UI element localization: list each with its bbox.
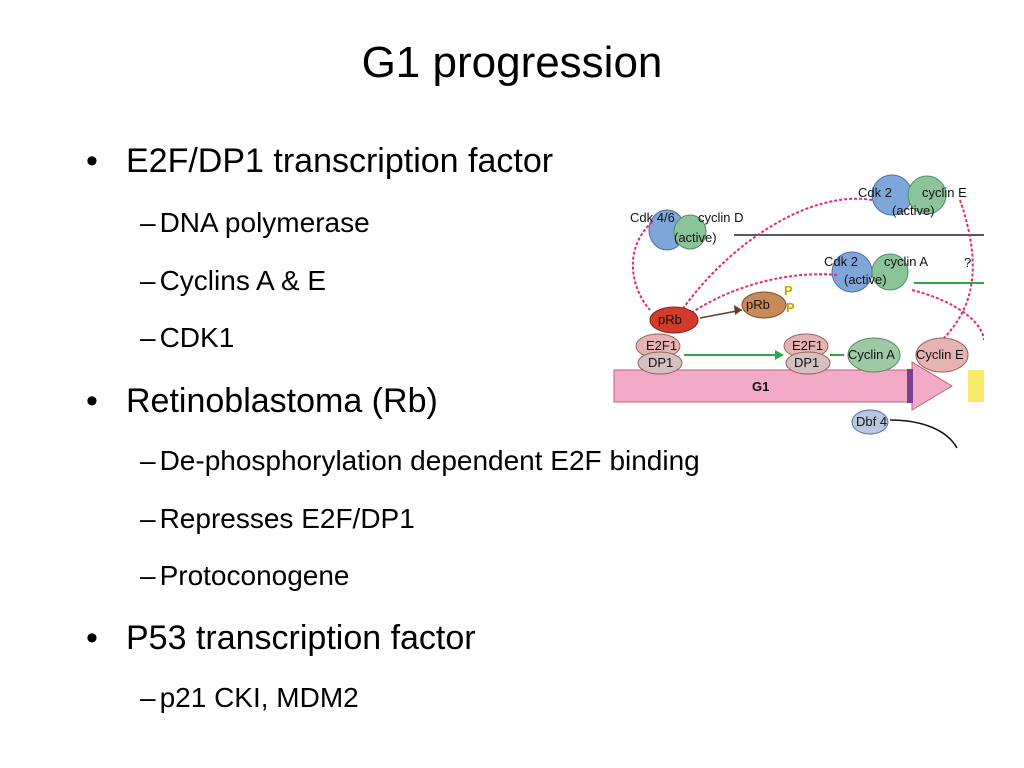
dbf4-protein xyxy=(851,409,889,435)
s-phase-block xyxy=(968,370,984,402)
active-label-3: (active) xyxy=(844,272,887,287)
cyclin-e-label: cyclin E xyxy=(922,185,967,200)
phospho-p2: P xyxy=(786,300,795,315)
cyclin-a-box-protein xyxy=(847,337,901,373)
bullet-2: • Retinoblastoma (Rb) xyxy=(86,380,438,422)
sub-bullet-text: Protoconogene xyxy=(159,560,350,591)
sub-bullet-text: DNA polymerase xyxy=(159,207,370,238)
bullet-glyph: • xyxy=(86,619,98,657)
sub-bullet-text: Represses E2F/DP1 xyxy=(159,503,415,534)
e2f1-label-a: E2F1 xyxy=(646,338,677,353)
cyclin-e-protein xyxy=(907,175,947,215)
e2f1-label-b: E2F1 xyxy=(792,338,823,353)
sub-bullet-glyph: – xyxy=(140,682,156,713)
g1-band-marker xyxy=(907,369,913,403)
cdk2-e-label: Cdk 2 xyxy=(858,185,892,200)
g1-band-arrow xyxy=(613,361,953,411)
sub-bullet-1-3: –CDK1 xyxy=(140,321,234,355)
bullet-1: • E2F/DP1 transcription factor xyxy=(86,140,554,182)
active-label-2: (active) xyxy=(892,203,935,218)
bullet-glyph: • xyxy=(86,142,98,180)
cdk2e-to-prb-arrow xyxy=(681,197,873,311)
cyclin-a-label: cyclin A xyxy=(884,254,928,269)
sub-bullet-glyph: – xyxy=(140,207,156,238)
dp1-protein-a xyxy=(637,351,683,375)
cyclin-d-protein xyxy=(673,214,707,250)
bullet-3-text: P53 transcription factor xyxy=(126,619,476,657)
bullet-glyph: • xyxy=(86,382,98,420)
dp1-label-a: DP1 xyxy=(648,355,673,370)
bullet-1-text: E2F/DP1 transcription factor xyxy=(126,142,554,180)
sub-bullet-1-2: –Cyclins A & E xyxy=(140,264,326,298)
sub-bullet-2-3: –Protoconogene xyxy=(140,559,350,593)
cyclin-a-box-label: Cyclin A xyxy=(848,347,895,362)
dp1-label-b: DP1 xyxy=(794,355,819,370)
dbf4-label: Dbf 4 xyxy=(856,414,887,429)
prb-phospho-protein xyxy=(741,291,787,319)
sub-bullet-text: Cyclins A & E xyxy=(159,265,327,296)
cdk2-a-label: Cdk 2 xyxy=(824,254,858,269)
cdk46-label: Cdk 4/6 xyxy=(630,210,675,225)
dbf4-arrow xyxy=(889,419,958,449)
cyclin-e-feedback-arrow xyxy=(941,199,974,341)
sub-bullet-glyph: – xyxy=(140,503,156,534)
sub-bullet-glyph: – xyxy=(140,322,156,353)
prb-release-arrowhead xyxy=(734,305,742,315)
cyclin-e-box-label: Cyclin E xyxy=(916,347,964,362)
bullet-3: • P53 transcription factor xyxy=(86,617,476,659)
question-mark: ? xyxy=(964,255,971,270)
cyclin-a-protein xyxy=(871,253,909,291)
sub-bullet-text: De-phosphorylation dependent E2F binding xyxy=(159,445,700,476)
cdk2a-to-prb-arrow xyxy=(683,273,838,319)
sub-bullet-text: CDK1 xyxy=(159,322,235,353)
active-label-1: (active) xyxy=(674,230,717,245)
g1-label: G1 xyxy=(752,379,769,394)
cyclin-a-feedback-arrow xyxy=(911,289,984,341)
sub-bullet-3-1: –p21 CKI, MDM2 xyxy=(140,681,359,715)
e2f-release-arrowhead xyxy=(775,350,784,360)
cyclin-d-label: cyclin D xyxy=(698,210,744,225)
bullet-2-text: Retinoblastoma (Rb) xyxy=(126,382,438,420)
slide-title: G1 progression xyxy=(361,38,663,87)
sub-bullet-glyph: – xyxy=(140,445,156,476)
cyclin-e-box-protein xyxy=(915,337,969,373)
phospho-p1: P xyxy=(784,283,793,298)
sub-bullet-1-1: –DNA polymerase xyxy=(140,206,370,240)
sub-bullet-text: p21 CKI, MDM2 xyxy=(159,682,359,713)
prb-label: pRb xyxy=(658,312,682,327)
sub-bullet-2-1: –De-phosphorylation dependent E2F bindin… xyxy=(140,444,700,478)
sub-bullet-glyph: – xyxy=(140,265,156,296)
prb-protein xyxy=(649,306,699,334)
sub-bullet-2-2: –Represses E2F/DP1 xyxy=(140,502,415,536)
dp1-protein-b xyxy=(785,351,831,375)
g1-pathway-diagram: G1 Cdk 4/6 cyclin D (active) Cdk 2 cycli… xyxy=(613,174,984,449)
cdk46-to-prb-arrow xyxy=(631,221,653,311)
sub-bullet-glyph: – xyxy=(140,560,156,591)
prb-phospho-label: pRb xyxy=(746,297,770,312)
